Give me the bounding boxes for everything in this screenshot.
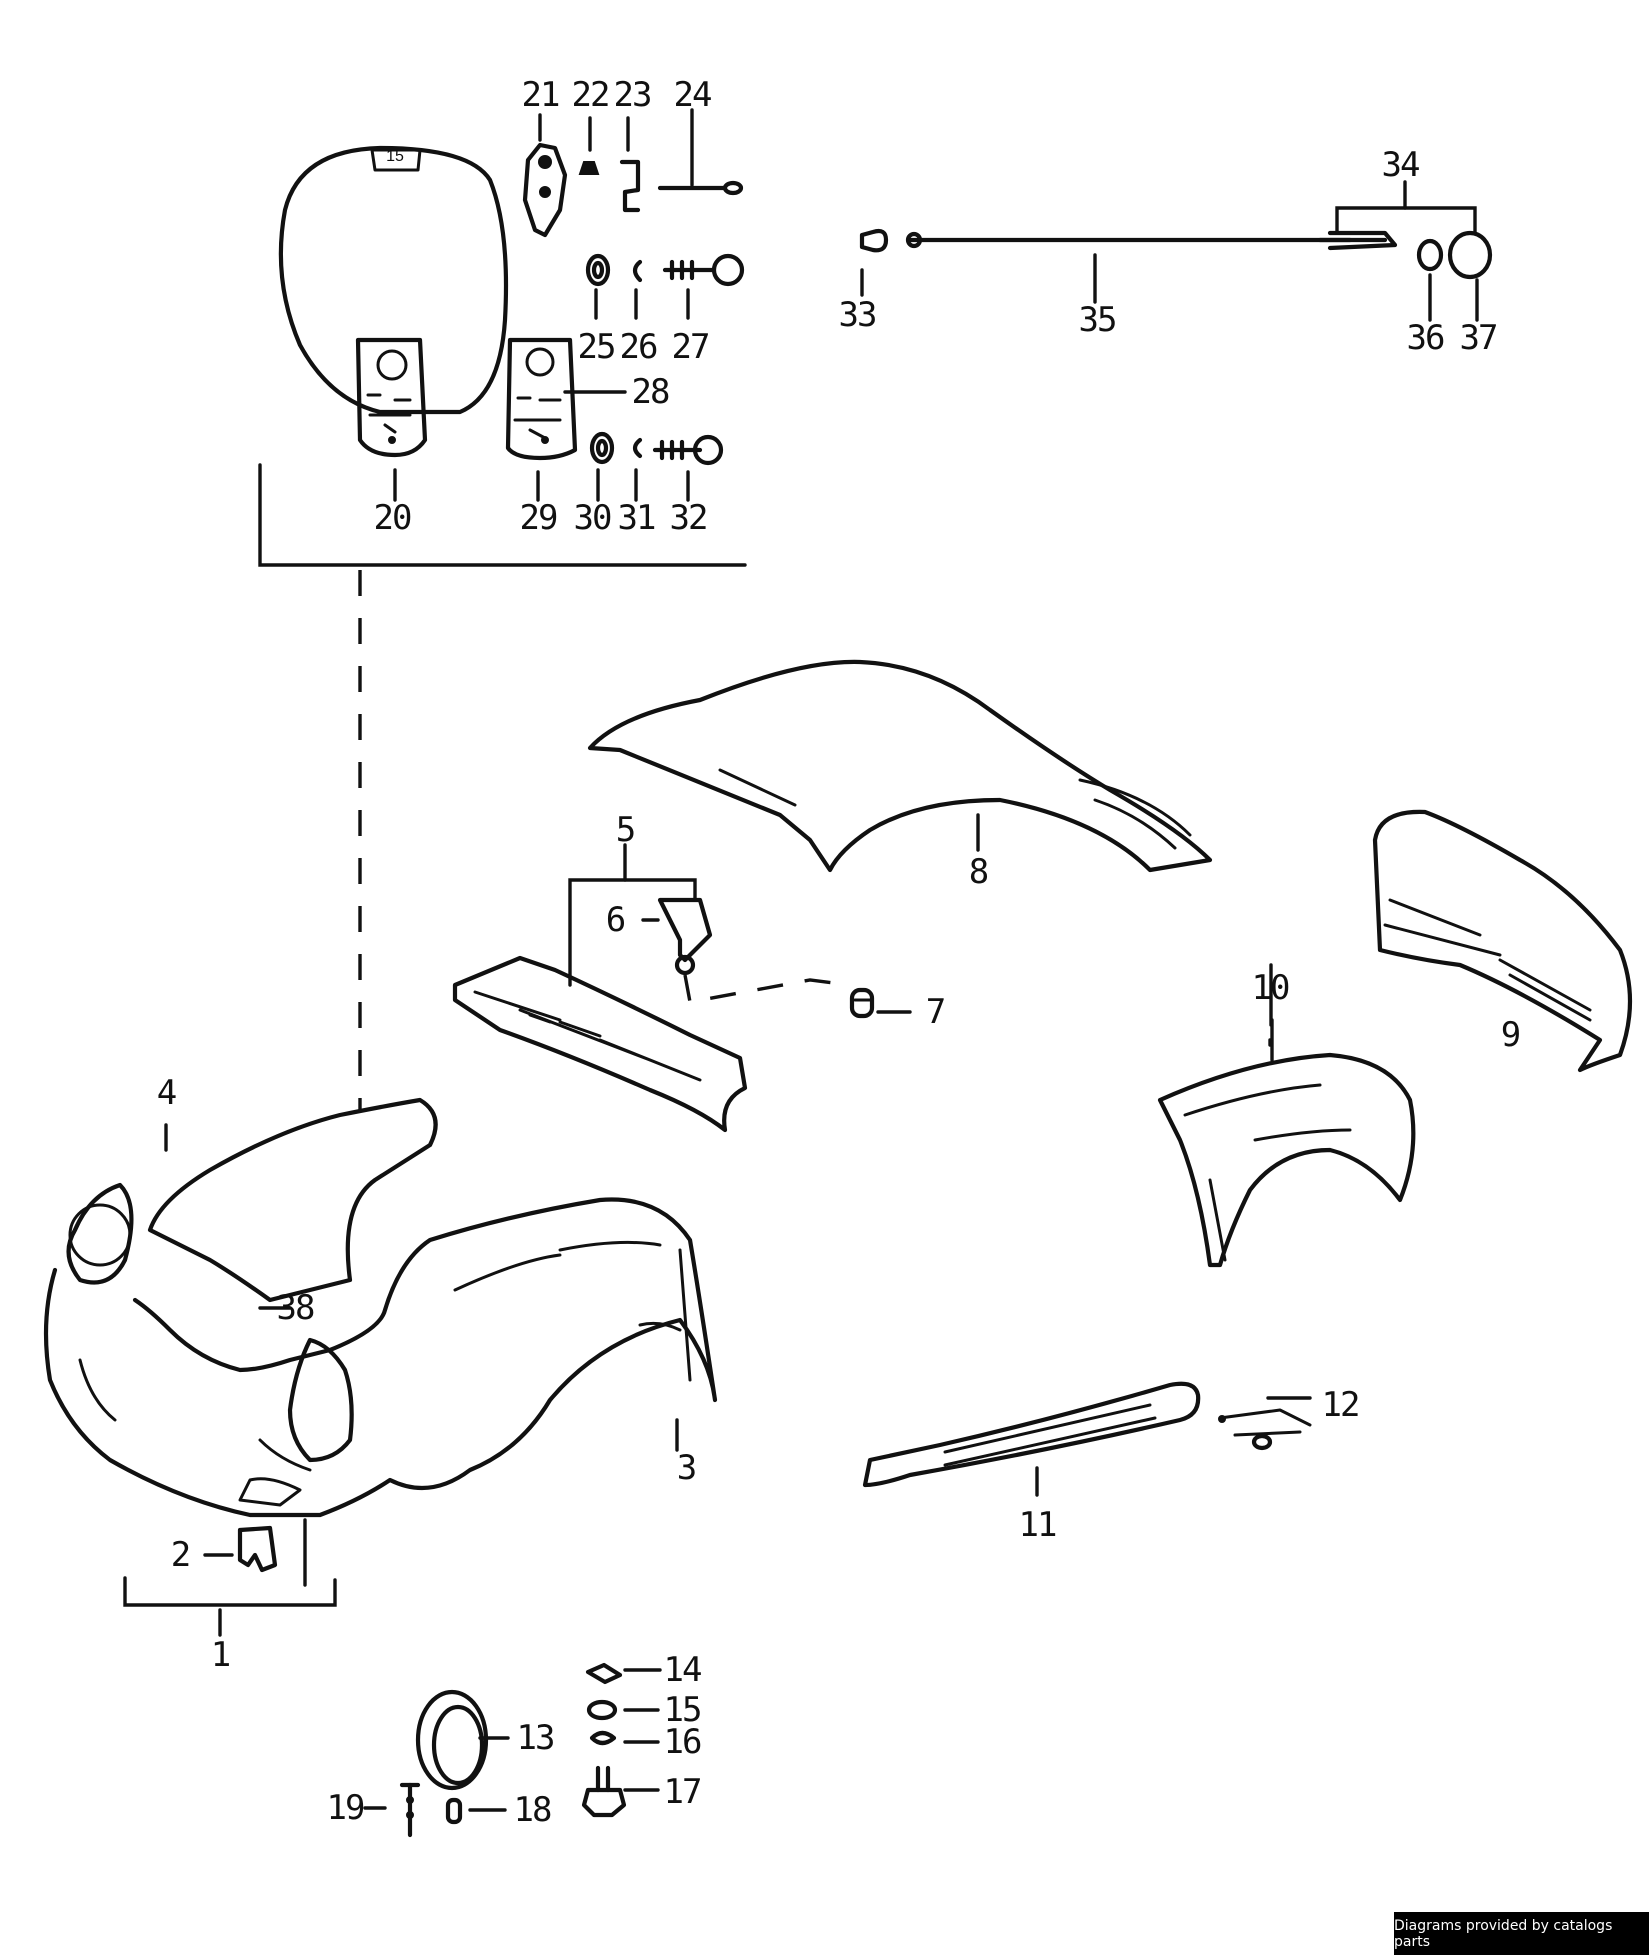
front-hood-lid: 15	[278, 145, 509, 415]
callout-9: 9	[1501, 1015, 1520, 1055]
callout-38: 38	[277, 1288, 314, 1328]
callout-13: 13	[517, 1718, 554, 1758]
callout-labels: 1 2 3 4 5 6 7 8 9 10 11 12 13 14 15 16 1…	[157, 75, 1522, 1830]
rivet	[445, 1797, 463, 1825]
cable-group-bracket	[1335, 206, 1477, 234]
hood-cable-pin	[657, 180, 744, 196]
hood-small-parts	[585, 253, 745, 466]
callout-17: 17	[664, 1772, 701, 1812]
callout-33: 33	[839, 295, 876, 335]
callout-8: 8	[969, 852, 988, 892]
screw-stud	[399, 1782, 421, 1838]
callout-28: 28	[632, 372, 669, 412]
mirror-dashed-connector	[683, 974, 851, 1004]
callout-27: 27	[672, 327, 709, 367]
callout-7: 7	[926, 992, 944, 1032]
hood-group-bracket	[258, 463, 747, 567]
running-board-clip	[1218, 1408, 1312, 1451]
hex-bolt	[581, 1765, 627, 1818]
callout-15: 15	[664, 1690, 701, 1730]
rear-panel	[1372, 809, 1633, 1073]
callout-32: 32	[670, 498, 707, 538]
latch-nut	[578, 161, 600, 175]
callout-24: 24	[674, 75, 711, 115]
callout-37: 37	[1460, 318, 1497, 358]
svg-text:15: 15	[386, 148, 404, 165]
callout-3: 3	[677, 1448, 695, 1488]
callout-35: 35	[1079, 300, 1116, 340]
hood-latch	[522, 142, 568, 238]
callout-21: 21	[522, 75, 559, 115]
callout-16: 16	[664, 1722, 701, 1762]
washer	[586, 1699, 618, 1721]
callout-26: 26	[620, 327, 657, 367]
roof-panel	[587, 659, 1213, 873]
callout-30: 30	[574, 498, 611, 538]
credit-banner: Diagrams provided by catalogs parts	[1394, 1912, 1649, 1955]
front-body-section	[43, 1097, 718, 1518]
running-board	[862, 1381, 1201, 1488]
callout-19: 19	[327, 1788, 364, 1828]
callout-29: 29	[520, 498, 557, 538]
windshield-frame	[452, 955, 748, 1133]
callout-34: 34	[1382, 145, 1419, 185]
callout-18: 18	[514, 1790, 551, 1830]
callout-12: 12	[1322, 1385, 1359, 1425]
mirror-nut	[849, 987, 875, 1019]
leader-lines	[164, 108, 1479, 1812]
mirror-bracket	[657, 897, 713, 976]
front-group-bracket	[123, 1518, 337, 1607]
callout-10: 10	[1252, 968, 1289, 1008]
callout-23: 23	[614, 75, 651, 115]
callout-1: 1	[211, 1635, 230, 1675]
rear-fender	[1157, 1052, 1416, 1268]
callout-20: 20	[374, 498, 411, 538]
hood-lock-plate	[355, 337, 428, 458]
callout-25: 25	[578, 327, 615, 367]
callout-14: 14	[664, 1650, 701, 1690]
hood-lock-plate-alt	[505, 337, 578, 461]
callout-2: 2	[171, 1535, 189, 1575]
callout-11: 11	[1019, 1505, 1056, 1545]
callout-31: 31	[618, 498, 655, 538]
spring-washer	[589, 1730, 617, 1746]
callout-36: 36	[1407, 318, 1444, 358]
frame-group-bracket	[568, 878, 697, 987]
callout-6: 6	[606, 900, 625, 940]
callout-22: 22	[572, 75, 609, 115]
grommet	[415, 1689, 489, 1791]
callout-4: 4	[157, 1073, 176, 1113]
speed-nut	[585, 1662, 623, 1685]
callout-5: 5	[616, 810, 634, 850]
front-fender-bracket	[237, 1525, 278, 1573]
latch-spring	[619, 159, 641, 213]
hood-release-cable	[859, 228, 1493, 280]
